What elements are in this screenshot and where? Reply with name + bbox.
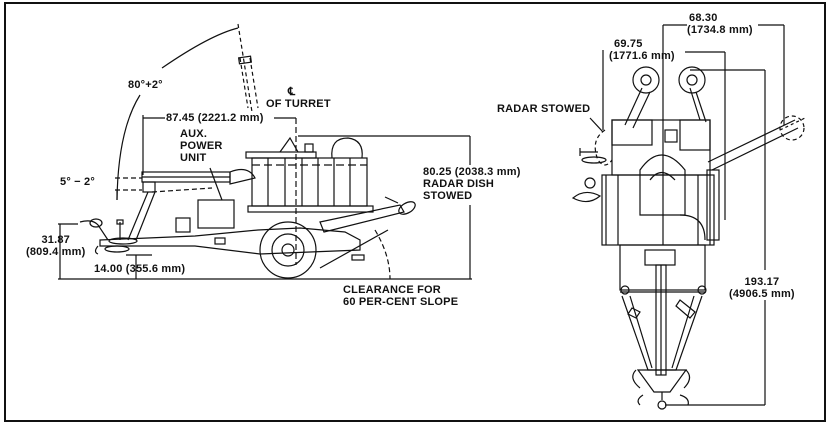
aux-label-line: POWER — [180, 140, 223, 152]
trailer-frame — [99, 227, 361, 255]
radar-dish-left — [632, 66, 660, 94]
centerline-symbol: ℄ — [288, 86, 296, 98]
overall-length-inches: 193.17 — [744, 276, 780, 288]
radar-dish-stowed-side — [331, 137, 363, 159]
ground-clearance-label: 14.00 (355.6 mm) — [94, 263, 186, 275]
hitch-height-mm: (809.4 mm) — [26, 246, 86, 258]
side-view-drawing — [58, 23, 472, 280]
radar-dish-right — [678, 66, 706, 94]
lunette-ring — [657, 400, 667, 410]
turret-base — [247, 205, 374, 213]
hitch — [79, 220, 109, 241]
radar-stowed-label: RADAR STOWED — [497, 103, 591, 115]
turret-offset-dimension: 87.45 (2221.2 mm) — [166, 112, 264, 124]
overall-length-mm: (4906.5 mm) — [729, 288, 795, 300]
muzzle-ghost — [779, 115, 805, 141]
front-chassis — [601, 174, 715, 246]
height-caption-line: RADAR DISH — [423, 178, 495, 190]
radar-stowed-leader — [589, 117, 604, 133]
height-dimension: 80.25 (2038.3 mm) — [423, 166, 521, 178]
diagram-frame — [4, 2, 826, 422]
slope-line — [319, 229, 389, 269]
hitch-height-inches: 31.87 — [41, 234, 70, 246]
radar-stowed-height-label: 80.25 (2038.3 mm) RADAR DISH STOWED — [423, 166, 521, 202]
hitch-height-label: 31.87 (809.4 mm) — [26, 234, 85, 258]
slope-arc — [374, 229, 391, 280]
slope-caption-line: CLEARANCE FOR — [343, 284, 441, 296]
raised-gun-muzzle — [237, 55, 253, 65]
front-gun-barrel — [707, 119, 799, 171]
elevation-min-label: 5° − 2° — [60, 176, 95, 188]
front-view-drawing — [571, 24, 806, 410]
overall-length-label: 193.17 (4906.5 mm) — [729, 276, 795, 300]
raised-gun-ghost — [237, 23, 259, 113]
aux-power-unit-label: AUX. POWER UNIT — [180, 128, 223, 164]
aux-label-line: AUX. — [180, 128, 208, 140]
wheel — [259, 221, 317, 279]
elevation-arc — [161, 27, 239, 69]
radar-stowed-ghost — [594, 129, 613, 166]
slope-caption-line: 60 PER-CENT SLOPE — [343, 296, 459, 308]
width-69-label: 69.75 (1771.6 mm) — [609, 38, 675, 62]
height-caption-line: STOWED — [423, 190, 473, 202]
elevation-arc-lower — [116, 94, 141, 201]
width-68-label: 68.30 (1734.8 mm) — [687, 12, 753, 36]
width-68-inches: 68.30 — [689, 12, 718, 24]
width-68-mm: (1734.8 mm) — [687, 24, 753, 36]
outrigger — [319, 204, 405, 233]
aux-leader — [209, 167, 223, 201]
aux-label-line: UNIT — [180, 152, 207, 164]
elevation-max-label: 80°+2° — [128, 79, 163, 91]
width-69-inches: 69.75 — [614, 38, 643, 50]
centerline-label: OF TURRET — [266, 98, 331, 110]
aux-power-unit — [197, 199, 235, 229]
width-69-mm: (1771.6 mm) — [609, 50, 675, 62]
slope-clearance-label: CLEARANCE FOR 60 PER-CENT SLOPE — [343, 284, 458, 308]
front-turret-body — [611, 119, 711, 176]
